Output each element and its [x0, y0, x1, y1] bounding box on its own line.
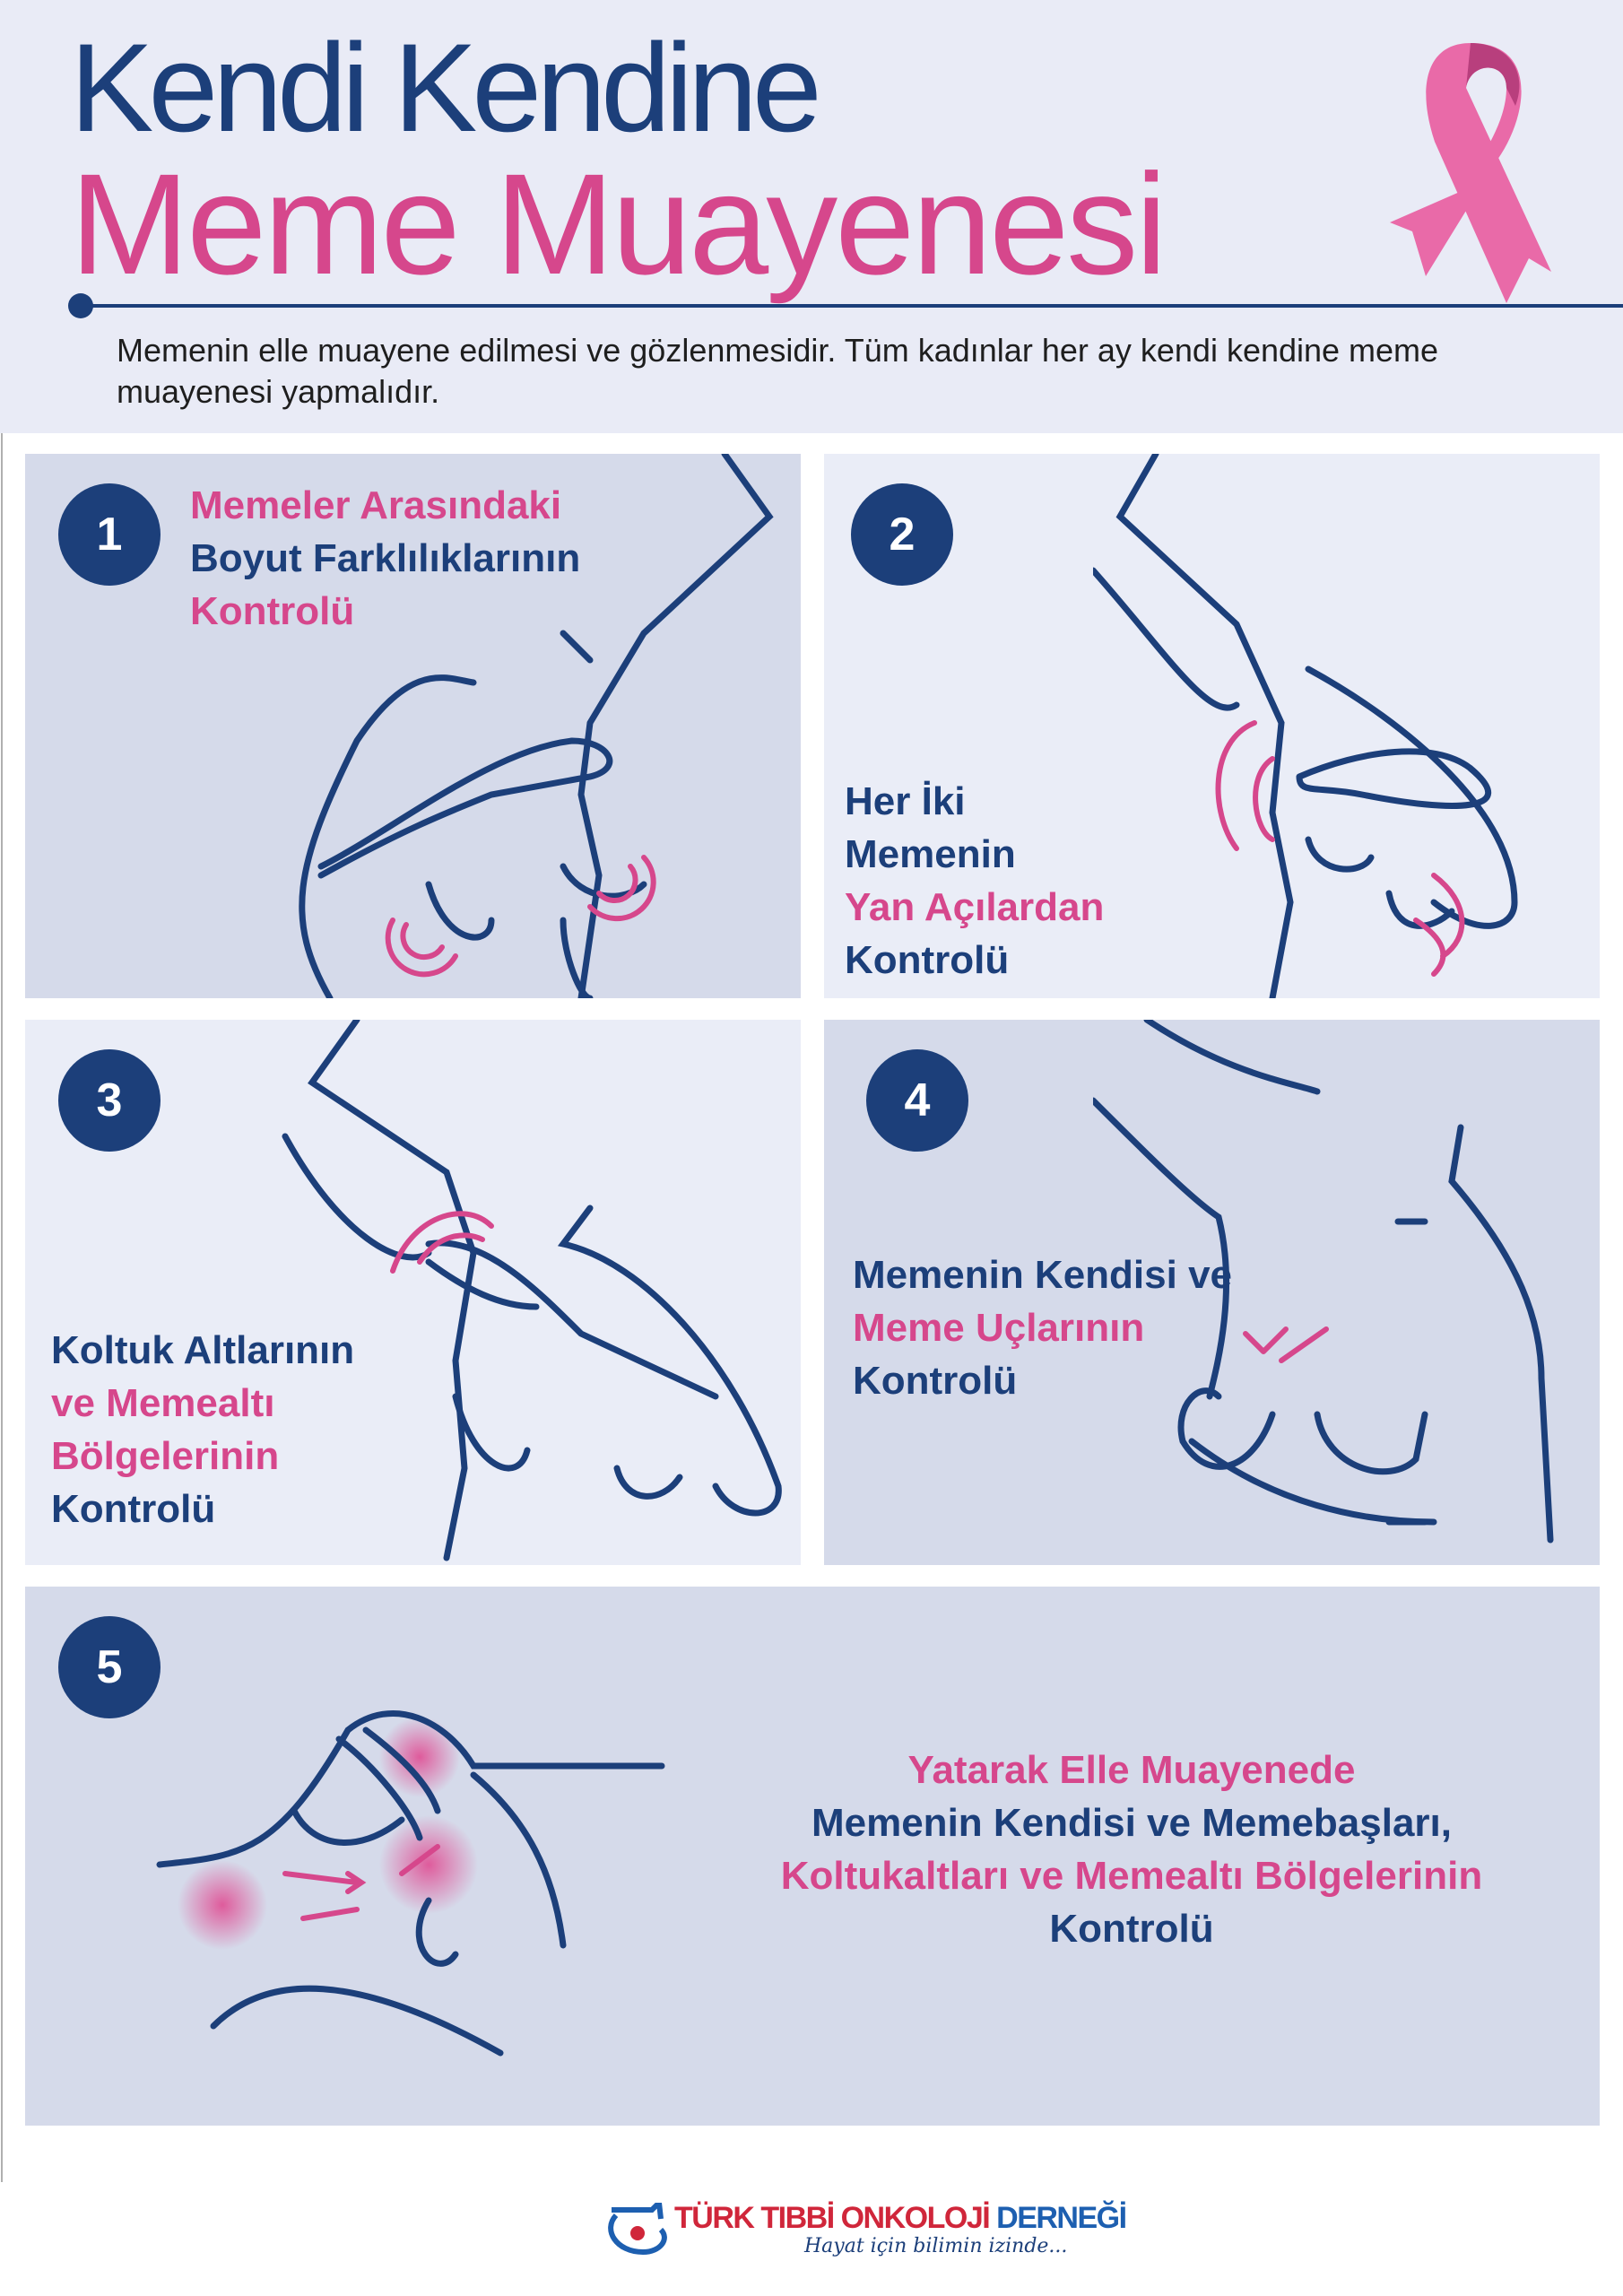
heading-line: Koltuk Altlarının [51, 1328, 355, 1372]
step-heading: Koltuk Altlarının ve Memealtı Bölgelerin… [51, 1324, 354, 1535]
heading-line: Boyut Farklılıklarının [190, 536, 581, 580]
pink-ribbon-icon [1390, 43, 1551, 303]
step-heading: Memeler Arasındaki Boyut Farklılıklarını… [190, 479, 580, 638]
step-number-badge: 5 [58, 1616, 161, 1718]
heading-line: Kontrolü [190, 589, 355, 633]
step-heading: Memenin Kendisi ve Meme Uçlarının Kontro… [853, 1248, 1232, 1407]
heading-line: Memenin Kendisi ve [853, 1253, 1233, 1297]
step-number-badge: 3 [58, 1049, 161, 1152]
lying-exam-illustration [156, 1710, 665, 2057]
heading-line: Kontrolü [1049, 1907, 1214, 1951]
step-panel-2: 2 Her İki Memenin Yan Açılardan Kontrolü [824, 454, 1600, 998]
organization-name: TÜRK TIBBİ ONKOLOJİ DERNEĞİ [674, 2201, 1127, 2236]
heading-line: Koltukaltları ve Memealtı Bölgelerinin [780, 1854, 1483, 1898]
org-name-part: ONKOLOJİ [840, 2201, 991, 2235]
heading-line: Yatarak Elle Muayenede [907, 1748, 1356, 1792]
self-exam-illustration [1093, 454, 1518, 998]
step-panel-3: 3 Koltuk Altlarının ve Memealtı Bölgeler… [25, 1020, 801, 1565]
heading-line: Memenin [845, 832, 1016, 876]
organization-slogan: Hayat için bilimin izinde... [804, 2235, 1068, 2257]
self-exam-illustration [282, 1020, 782, 1561]
heading-line: Kontrolü [853, 1359, 1018, 1403]
org-name-part: DERNEĞİ [996, 2201, 1127, 2235]
step-panel-1: 1 Memeler Arasındaki Boyut Farklılıkları… [25, 454, 801, 998]
heading-line: Bölgelerinin [51, 1434, 280, 1478]
step-heading: Yatarak Elle Muayenede Memenin Kendisi v… [728, 1744, 1535, 1955]
step-number-badge: 1 [58, 483, 161, 586]
step-number-badge: 4 [866, 1049, 968, 1152]
self-exam-illustration [1093, 1020, 1554, 1544]
title-line-2: Meme Muayenesi [70, 144, 1167, 304]
left-border [1, 433, 3, 2182]
step-heading: Her İki Memenin Yan Açılardan Kontrolü [845, 775, 1104, 987]
step-panel-4: 4 Memenin Kendisi ve Meme Uçlarının Kont… [824, 1020, 1600, 1565]
divider-dot [68, 293, 93, 318]
heading-line: Kontrolü [845, 938, 1010, 982]
step-number-badge: 2 [851, 483, 953, 586]
organization-logo: TÜRK TIBBİ ONKOLOJİ DERNEĞİ Hayat için b… [607, 2197, 1127, 2269]
heading-line: Yan Açılardan [845, 885, 1105, 929]
heading-line: Kontrolü [51, 1487, 216, 1531]
heading-line: ve Memealtı [51, 1381, 275, 1425]
organization-logo-icon [608, 2203, 667, 2256]
heading-line: Memenin Kendisi ve Memebaşları, [811, 1801, 1453, 1845]
heading-line: Memeler Arasındaki [190, 483, 562, 527]
heading-line: Her İki [845, 779, 966, 823]
title-line-1: Kendi Kendine [70, 17, 822, 158]
org-name-part: TÜRK TIBBİ [674, 2201, 835, 2235]
self-exam-illustration [299, 454, 774, 998]
heading-line: Meme Uçlarının [853, 1306, 1145, 1350]
divider [79, 304, 1623, 308]
description: Memenin elle muayene edilmesi ve gözlenm… [117, 332, 1439, 410]
header: Kendi Kendine Meme Muayenesi Memenin ell… [0, 0, 1623, 433]
step-panel-5: 5 Yatarak Elle Muayenede Memenin Kendisi… [25, 1587, 1600, 2126]
